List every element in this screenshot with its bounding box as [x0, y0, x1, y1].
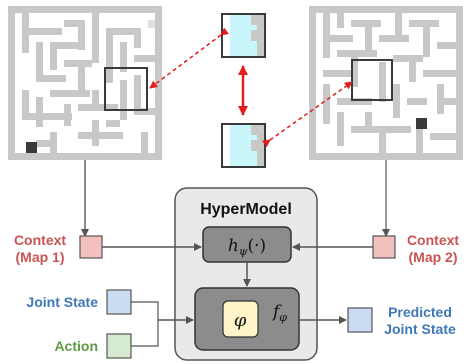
maze-map-2 — [309, 6, 463, 160]
context-map1-sub: (Map 1) — [16, 249, 65, 265]
joint-line — [131, 301, 159, 320]
f-phi-label: fφ — [271, 302, 287, 324]
context-map1-box — [79, 235, 103, 259]
action-line — [131, 320, 159, 347]
context-map2-box — [372, 235, 396, 259]
context-map2-sub: (Map 2) — [409, 249, 458, 265]
predicted-state-box — [347, 307, 373, 333]
phi-params-box — [222, 300, 259, 338]
context-map1-label: Context — [14, 232, 66, 248]
predicted-sub: Joint State — [384, 321, 456, 337]
zoom-patch-top — [221, 13, 266, 58]
hyper-function-label: hψ(·) — [228, 236, 266, 258]
zoom-patch-bottom — [221, 123, 266, 168]
context-map2-label: Context — [407, 232, 459, 248]
action-box — [106, 333, 132, 359]
phi-label: φ — [234, 310, 247, 331]
joint-state-label: Joint State — [26, 294, 98, 310]
joint-state-box — [106, 289, 132, 315]
hypermodel-title: HyperModel — [200, 201, 292, 218]
dashed-arrow-left — [149, 27, 230, 89]
action-label: Action — [54, 338, 98, 354]
predicted-label: Predicted — [388, 304, 452, 320]
dashed-arrow-right — [261, 81, 353, 148]
maze-map-1 — [8, 6, 162, 160]
